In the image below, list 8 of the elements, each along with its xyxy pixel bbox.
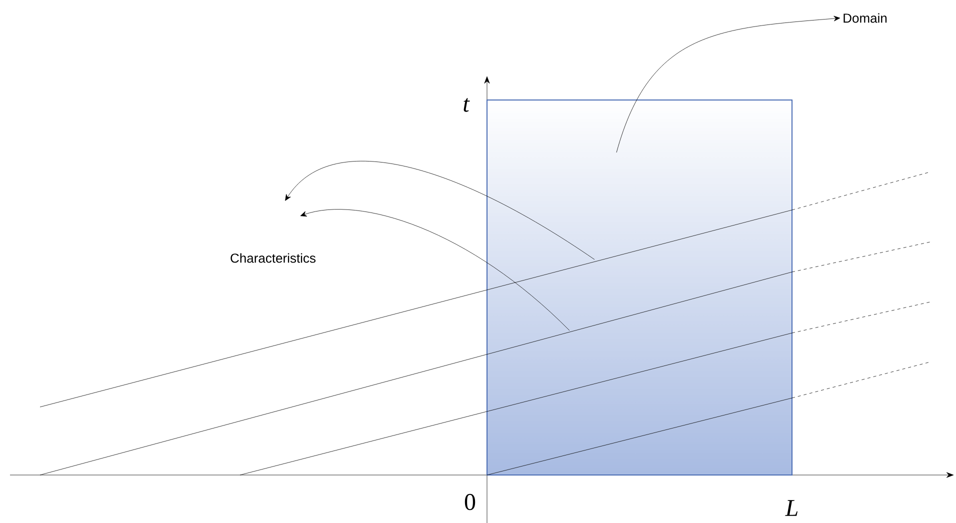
leader-arrow bbox=[300, 209, 570, 331]
text-label: Domain bbox=[844, 13, 887, 23]
axis-label: 0 bbox=[464, 494, 476, 510]
text-label: Characteristics bbox=[230, 253, 316, 263]
leader-arrow bbox=[285, 161, 595, 260]
axis-label: L bbox=[785, 500, 798, 516]
leader-arrow bbox=[616, 16, 840, 153]
domain-rectangle bbox=[486, 100, 792, 476]
